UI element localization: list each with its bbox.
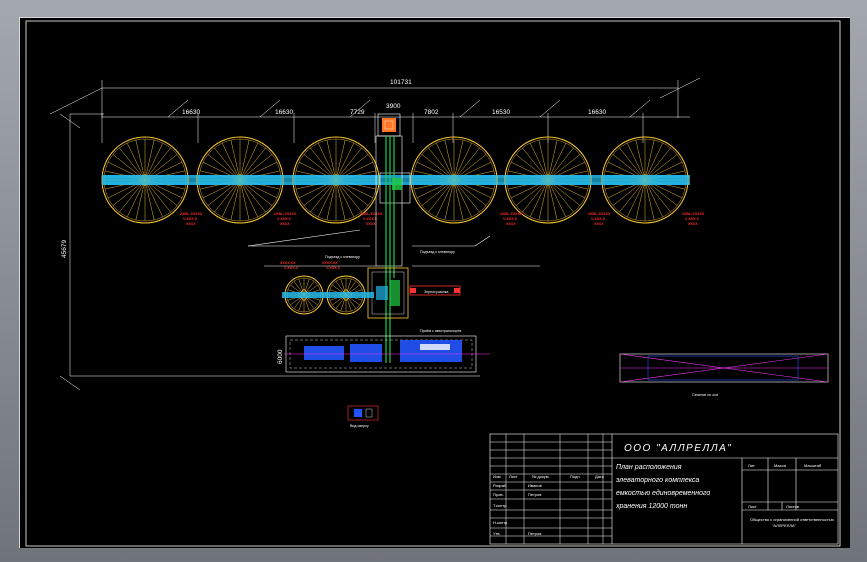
svg-text:2XBL-XXXXX: 2XBL-XXXXX	[274, 212, 297, 216]
road-lines	[247, 229, 540, 267]
dryer-unit	[409, 285, 461, 296]
svg-text:V-XXX-0: V-XXX-0	[685, 217, 699, 221]
col-header-5: Дата	[595, 474, 605, 479]
right-header-3: Масштаб	[804, 463, 822, 468]
right-header-1: Лит.	[748, 463, 755, 468]
span-6-text: 16530	[492, 109, 510, 116]
silo-label-6: 2XBL-XXXXX V-XXX-0 XXXX	[682, 212, 705, 226]
drawing-border	[25, 20, 841, 547]
intake-label: Приём с автотранспорта	[420, 329, 461, 333]
title-line-3: емкостью единовременного	[616, 489, 710, 497]
overall-height-dimension	[59, 113, 480, 391]
svg-text:XXXX-XX: XXXX-XX	[322, 261, 338, 265]
overall-width-text: 101731	[390, 79, 412, 86]
svg-text:XXXX: XXXX	[594, 222, 604, 226]
col-header-3: № докум.	[532, 474, 550, 479]
intake-building	[284, 335, 490, 373]
central-tower	[375, 113, 411, 267]
svg-text:V-XXX-0: V-XXX-0	[183, 217, 197, 221]
small-view-label: Вид сверху	[350, 424, 369, 428]
title-line-1: План расположения	[616, 464, 682, 471]
svg-text:2XBL-XXXXX: 2XBL-XXXXX	[588, 212, 611, 216]
row-label-2: Пров.	[493, 492, 504, 497]
svg-text:V-XXX-0: V-XXX-0	[284, 266, 298, 270]
dryer-label: Зерносушилка	[424, 290, 448, 294]
company-name: ООО "АЛЛРЕЛЛА"	[624, 443, 732, 454]
silo-label-1: 2XBL-XXXXX V-XXX-0 XXXX	[180, 212, 203, 226]
silo-conveyor-6	[602, 175, 688, 185]
road-label-left: Подъезд к элеватору	[325, 255, 360, 259]
svg-text:V-XXX-0: V-XXX-0	[277, 217, 291, 221]
span-5-text: 7802	[424, 109, 439, 116]
svg-text:2XBL-XXXXX: 2XBL-XXXXX	[500, 212, 523, 216]
col-header-1: Изм.	[493, 474, 502, 479]
section-label: Сечение по оси	[692, 393, 718, 397]
svg-text:XXXX-XX: XXXX-XX	[280, 261, 296, 265]
row-label-4: Н.контр.	[493, 520, 508, 525]
svg-text:V-XXX-0: V-XXX-0	[326, 266, 340, 270]
span-4-text: 3900	[386, 103, 401, 110]
conveyor-length-text: 6000	[277, 349, 284, 364]
svg-text:V-XXX-0: V-XXX-0	[363, 217, 377, 221]
small-view	[347, 405, 379, 421]
row-label-1: Разраб.	[493, 483, 507, 488]
road-label-right: Подъезд к элеватору	[420, 250, 455, 254]
silo-label-3: 2XBL-XXXXX V-XXX-0 XXXX	[360, 212, 383, 226]
svg-text:XXXX: XXXX	[186, 222, 196, 226]
silo-conveyor-4	[411, 175, 497, 185]
span-3-text: 7729	[350, 109, 365, 116]
title-block-grid	[490, 434, 612, 544]
company-footer-2: "АЛЛРЕЛЛА"	[772, 523, 797, 528]
segment-dimensions	[101, 99, 690, 143]
span-7-text: 16630	[588, 109, 606, 116]
silo-label-4: 2XBL-XXXXX V-XXX-0 XXXX	[500, 212, 523, 226]
svg-text:XXXX: XXXX	[688, 222, 698, 226]
row-name-1: Иванов	[528, 483, 542, 488]
company-footer-1: Общество с ограниченной ответственностью	[750, 517, 834, 522]
svg-text:2XBL-XXXXX: 2XBL-XXXXX	[360, 212, 383, 216]
row-name-2: Петров	[528, 492, 541, 497]
row-label-5: Утв.	[493, 531, 501, 536]
silo-conveyor-1	[102, 175, 188, 185]
small-silo-conveyor	[282, 292, 374, 298]
sheets-label: Листов	[786, 504, 799, 509]
span-1-text: 16630	[182, 109, 200, 116]
row-name-5: Петров	[528, 531, 541, 536]
row-label-3: Т.контр.	[493, 503, 508, 508]
overall-width-dimension	[49, 77, 701, 118]
silo-group	[101, 136, 689, 224]
drawing-viewport[interactable]: 101731 16630 16630 7729 3900 7802 16530 …	[19, 17, 850, 548]
col-header-2: Лист	[509, 474, 518, 479]
title-block	[489, 433, 839, 545]
vertical-gallery	[385, 136, 395, 363]
small-silo-label-1: XXXX-XX V-XXX-0	[280, 261, 298, 270]
cad-drawing[interactable]: 101731 16630 16630 7729 3900 7802 16530 …	[20, 18, 850, 548]
silo-label-2: 2XBL-XXXXX V-XXX-0 XXXX	[274, 212, 297, 226]
title-line-2: элеваторного комплекса	[616, 477, 699, 484]
svg-text:V-XXX-0: V-XXX-0	[503, 217, 517, 221]
small-silo-label-2: XXXX-XX V-XXX-0	[322, 261, 340, 270]
svg-text:2XBL-XXXXX: 2XBL-XXXXX	[682, 212, 705, 216]
svg-text:XXXX: XXXX	[280, 222, 290, 226]
col-header-4: Подп.	[570, 474, 581, 479]
right-header-2: Масса	[774, 463, 787, 468]
span-2-text: 16630	[275, 109, 293, 116]
sheet-label: Лист	[748, 504, 757, 509]
overall-height-text: 45679	[61, 240, 68, 258]
svg-text:XXXX: XXXX	[366, 222, 376, 226]
silo-conveyor-5	[505, 175, 591, 185]
svg-text:V-XXX-0: V-XXX-0	[591, 217, 605, 221]
title-line-4: хранения 12000 тонн	[615, 503, 687, 510]
silo-label-5: 2XBL-XXXXX V-XXX-0 XXXX	[588, 212, 611, 226]
svg-text:2XBL-XXXXX: 2XBL-XXXXX	[180, 212, 203, 216]
silo-conveyor-2	[197, 175, 283, 185]
silo-conveyor-3	[293, 175, 379, 185]
section-view	[619, 353, 829, 383]
svg-text:XXXX: XXXX	[506, 222, 516, 226]
